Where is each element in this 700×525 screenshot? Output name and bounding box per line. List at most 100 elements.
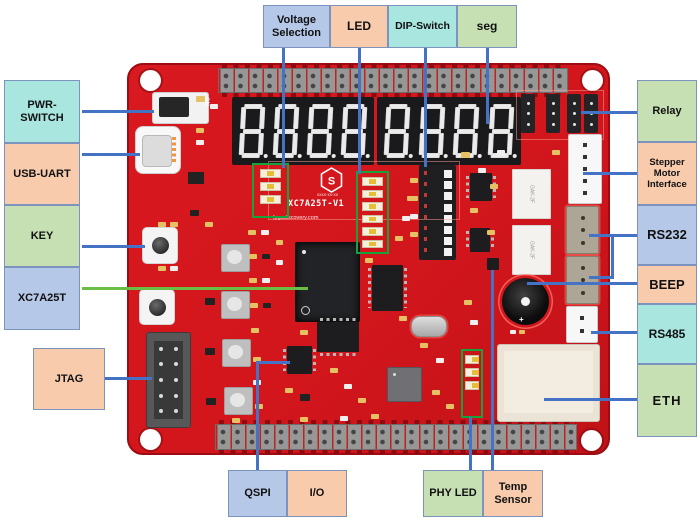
jtag-pin — [173, 377, 178, 382]
buzzer-component — [502, 278, 549, 325]
power-inductor — [222, 339, 251, 367]
mounting-hole — [140, 70, 161, 91]
dip-switch-position — [444, 225, 452, 234]
brand-logo-icon: S — [320, 167, 343, 193]
soic-chip — [466, 228, 494, 252]
callout-label-seg: seg — [457, 5, 517, 48]
seven-seg-digit — [272, 104, 302, 158]
seven-seg-digit — [238, 104, 268, 158]
jtag-pin — [159, 393, 164, 398]
jumper-pin — [551, 112, 555, 115]
connector-pin — [580, 228, 585, 232]
callout-label-relay: Relay — [637, 80, 697, 142]
rs232-connector-2 — [566, 256, 599, 304]
gpio-header-top — [218, 64, 568, 97]
relay-header — [521, 94, 535, 133]
callout-label-key: KEY — [4, 205, 80, 267]
silkscreen-date-text: xxxx-xx-xx — [317, 192, 338, 197]
callout-label-rs485: RS485 — [637, 304, 697, 364]
relay-header — [567, 94, 581, 133]
rs485-connector — [566, 306, 598, 343]
usb-c-cavity — [142, 135, 172, 167]
connector-pin — [580, 265, 585, 270]
seven-seg-digit — [487, 104, 517, 158]
ethernet-phy-chip — [387, 367, 422, 402]
voltage-jumper — [260, 169, 281, 178]
connector-pin — [580, 329, 584, 333]
callout-label-eth: ETH — [637, 364, 697, 437]
seven-seg-digit — [306, 104, 336, 158]
led-highlight — [356, 171, 389, 254]
temp-sensor-chip — [487, 258, 499, 270]
relay-header — [546, 94, 560, 133]
callout-label-qspi: QSPI — [228, 470, 287, 517]
callout-label-pwr-switch: PWR-SWITCH — [4, 80, 80, 143]
jtag-pin — [159, 362, 164, 367]
mounting-hole — [581, 430, 602, 451]
jtag-pin — [173, 362, 178, 367]
relay-header — [584, 94, 598, 133]
connector-pin — [583, 143, 587, 147]
jtag-connector — [146, 332, 191, 428]
power-inductor — [224, 387, 253, 415]
connector-pin — [583, 179, 587, 183]
user-led — [362, 189, 383, 198]
user-led — [362, 227, 383, 236]
qspi-flash-chip — [283, 346, 316, 374]
user-led — [362, 177, 383, 186]
user-led — [362, 239, 383, 248]
jumper-pin — [589, 101, 593, 105]
callout-label-jtag: JTAG — [33, 348, 105, 410]
power-switch-component — [152, 92, 209, 124]
switch-knob — [159, 97, 189, 117]
dip-switch-position — [444, 203, 452, 212]
jumper-pin — [526, 122, 530, 126]
seven-segment-display-module — [377, 97, 521, 165]
connector-pin — [583, 191, 587, 195]
voltage-jumper — [260, 195, 281, 204]
svg-text:S: S — [328, 176, 335, 188]
ethernet-rj45-jack — [497, 344, 600, 422]
connector-pin — [583, 167, 587, 171]
button-cap — [148, 298, 166, 316]
dip-switch-position — [444, 248, 452, 257]
callout-label-io: I/O — [287, 470, 347, 517]
dip-switch-position — [444, 237, 452, 246]
phy-led-highlight — [461, 349, 483, 418]
connector-pin — [580, 240, 585, 245]
dip-switch-position — [444, 170, 452, 178]
connector-pin — [580, 316, 584, 320]
phy-led — [465, 368, 479, 377]
mounting-hole — [140, 429, 161, 450]
jumper-pin — [526, 112, 530, 115]
silkscreen-website-text: fpgadiscovery.com — [273, 215, 319, 221]
jtag-pin-well — [154, 341, 190, 419]
user-led — [362, 214, 383, 223]
seven-seg-digit — [418, 104, 448, 158]
jumper-pin — [572, 112, 576, 115]
seven-seg-digit — [340, 104, 370, 158]
callout-label-voltage-selection: Voltage Selection — [263, 5, 330, 48]
jumper-pin — [551, 122, 555, 126]
jumper-pin — [572, 101, 576, 105]
callout-label-led: LED — [330, 5, 388, 48]
dip-switch-component — [419, 165, 456, 260]
dip-switch-position — [444, 192, 452, 201]
callout-label-temp-sensor: Temp Sensor — [483, 470, 543, 517]
callout-label-stepper: Stepper Motor Interface — [637, 142, 697, 205]
jtag-pin — [159, 409, 164, 414]
jtag-pin — [173, 393, 178, 398]
jumper-pin — [589, 122, 593, 126]
jtag-pin — [173, 409, 178, 414]
crystal-oscillator — [411, 316, 447, 337]
relay-component: GAK-2F — [512, 225, 551, 275]
push-button-reset — [139, 289, 175, 325]
user-led — [362, 202, 383, 211]
dip-switch-column — [444, 170, 452, 257]
power-inductor — [221, 291, 250, 319]
voltage-selection-highlight — [252, 163, 289, 218]
rs232-connector-1 — [566, 206, 599, 254]
callout-label-dip-switch: DIP-Switch — [388, 5, 457, 48]
dip-switch-position — [444, 214, 452, 223]
